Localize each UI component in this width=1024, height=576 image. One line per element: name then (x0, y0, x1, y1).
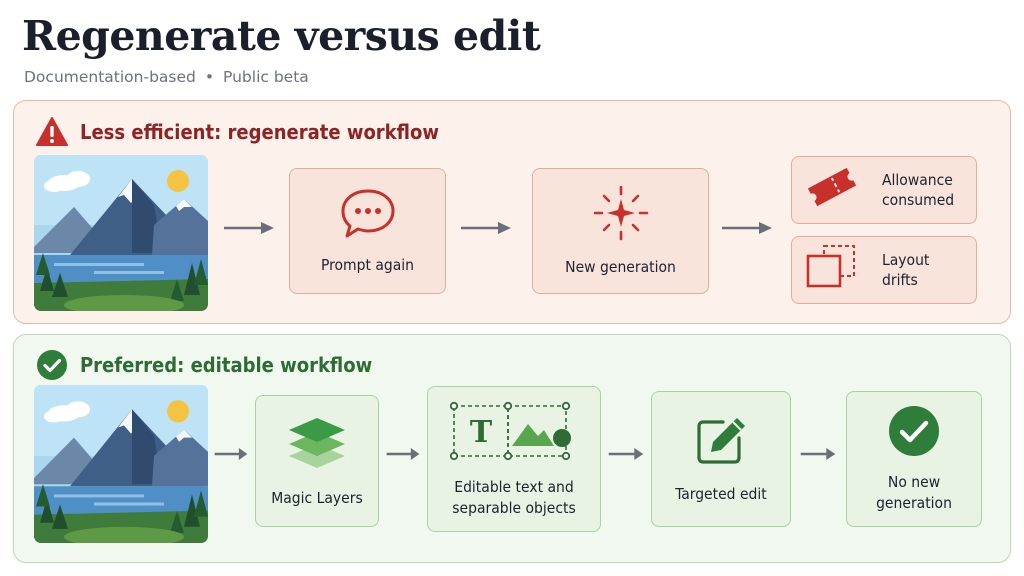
meta-source: Documentation-based (24, 68, 196, 86)
editable-workflow-panel: Preferred: editable workflow Magic Layer… (13, 334, 1011, 563)
layout-drifts-label: Layout drifts (882, 250, 930, 289)
editable-workflow-title: Preferred: editable workflow (80, 353, 373, 377)
original-image (34, 155, 208, 311)
pencil-edit-icon (693, 414, 749, 473)
meta-separator: • (204, 68, 215, 86)
regenerate-workflow-title: Less efficient: regenerate workflow (80, 119, 439, 144)
flow-arrow-icon (721, 221, 773, 235)
no-new-generation-step: No new generation (846, 391, 982, 527)
allowance-consumed-outcome: Allowance consumed (791, 156, 977, 224)
flow-arrow-icon (223, 221, 275, 235)
no-new-generation-label: No new generation (876, 473, 952, 512)
targeted-edit-step: Targeted edit (651, 391, 791, 527)
flow-arrow-icon (386, 447, 420, 461)
magic-layers-step: Magic Layers (255, 395, 379, 527)
flow-arrow-icon (608, 447, 644, 461)
check-circle-icon (888, 405, 940, 462)
page-meta: Documentation-based • Public beta (24, 68, 309, 86)
page-title: Regenerate versus edit (22, 12, 541, 60)
ticket-icon (804, 165, 860, 214)
sparkle-icon (591, 185, 651, 246)
targeted-edit-label: Targeted edit (675, 484, 767, 503)
layers-icon (285, 414, 349, 477)
magic-layers-label: Magic Layers (271, 488, 363, 507)
new-generation-label: New generation (565, 257, 676, 276)
new-generation-step: New generation (532, 168, 709, 294)
original-image (34, 385, 208, 543)
editable-text-objects-step: T Editable text and separable objects (427, 386, 601, 532)
flow-arrow-icon (214, 447, 248, 461)
editable-text-objects-label: Editable text and separable objects (452, 478, 576, 517)
editable-workflow-heading: Preferred: editable workflow (36, 349, 372, 381)
regenerate-workflow-panel: Less efficient: regenerate workflow Prom… (13, 100, 1011, 324)
regenerate-workflow-heading: Less efficient: regenerate workflow (36, 117, 439, 146)
flow-arrow-icon (800, 447, 836, 461)
prompt-again-label: Prompt again (320, 255, 415, 274)
prompt-again-step: Prompt again (289, 168, 446, 294)
text-and-objects-icon: T (449, 400, 578, 467)
text-glyph: T (470, 415, 493, 450)
warning-icon (36, 117, 68, 146)
meta-status: Public beta (223, 68, 309, 86)
layout-drifts-outcome: Layout drifts (791, 236, 977, 304)
flow-arrow-icon (460, 221, 512, 235)
allowance-consumed-label: Allowance consumed (882, 170, 955, 209)
check-circle-icon (36, 349, 68, 381)
offset-frame-icon (804, 244, 860, 295)
chat-bubble-icon (339, 187, 397, 244)
